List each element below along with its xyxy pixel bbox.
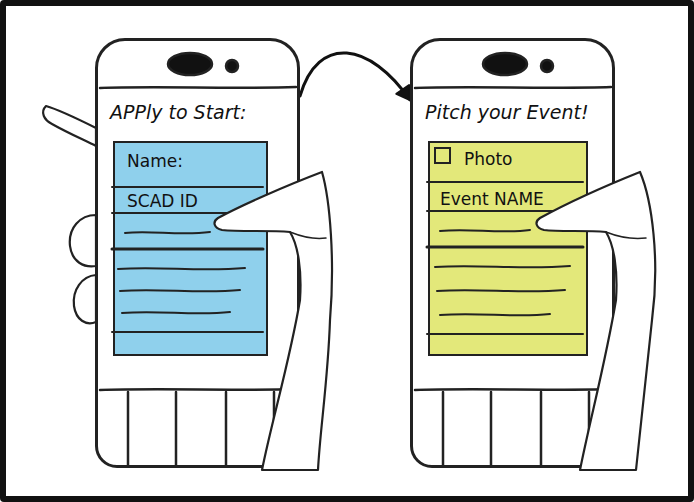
phone-screen: PhotoEvent NAME Pitch your Event! bbox=[410, 38, 615, 468]
arrow-head bbox=[396, 85, 410, 100]
arrow-line bbox=[300, 53, 410, 100]
field-label: SCAD ID bbox=[127, 191, 198, 211]
screen-heading: APPly to Start: bbox=[110, 101, 246, 124]
phone-screen: Name: SCAD ID APPly to Start: bbox=[95, 38, 300, 468]
field-label: Name: bbox=[127, 151, 183, 171]
field-label: Photo bbox=[464, 149, 513, 169]
field-label: Event NAME bbox=[440, 189, 544, 209]
flow-arrow bbox=[300, 53, 410, 100]
screen-heading: Pitch your Event! bbox=[425, 101, 589, 124]
